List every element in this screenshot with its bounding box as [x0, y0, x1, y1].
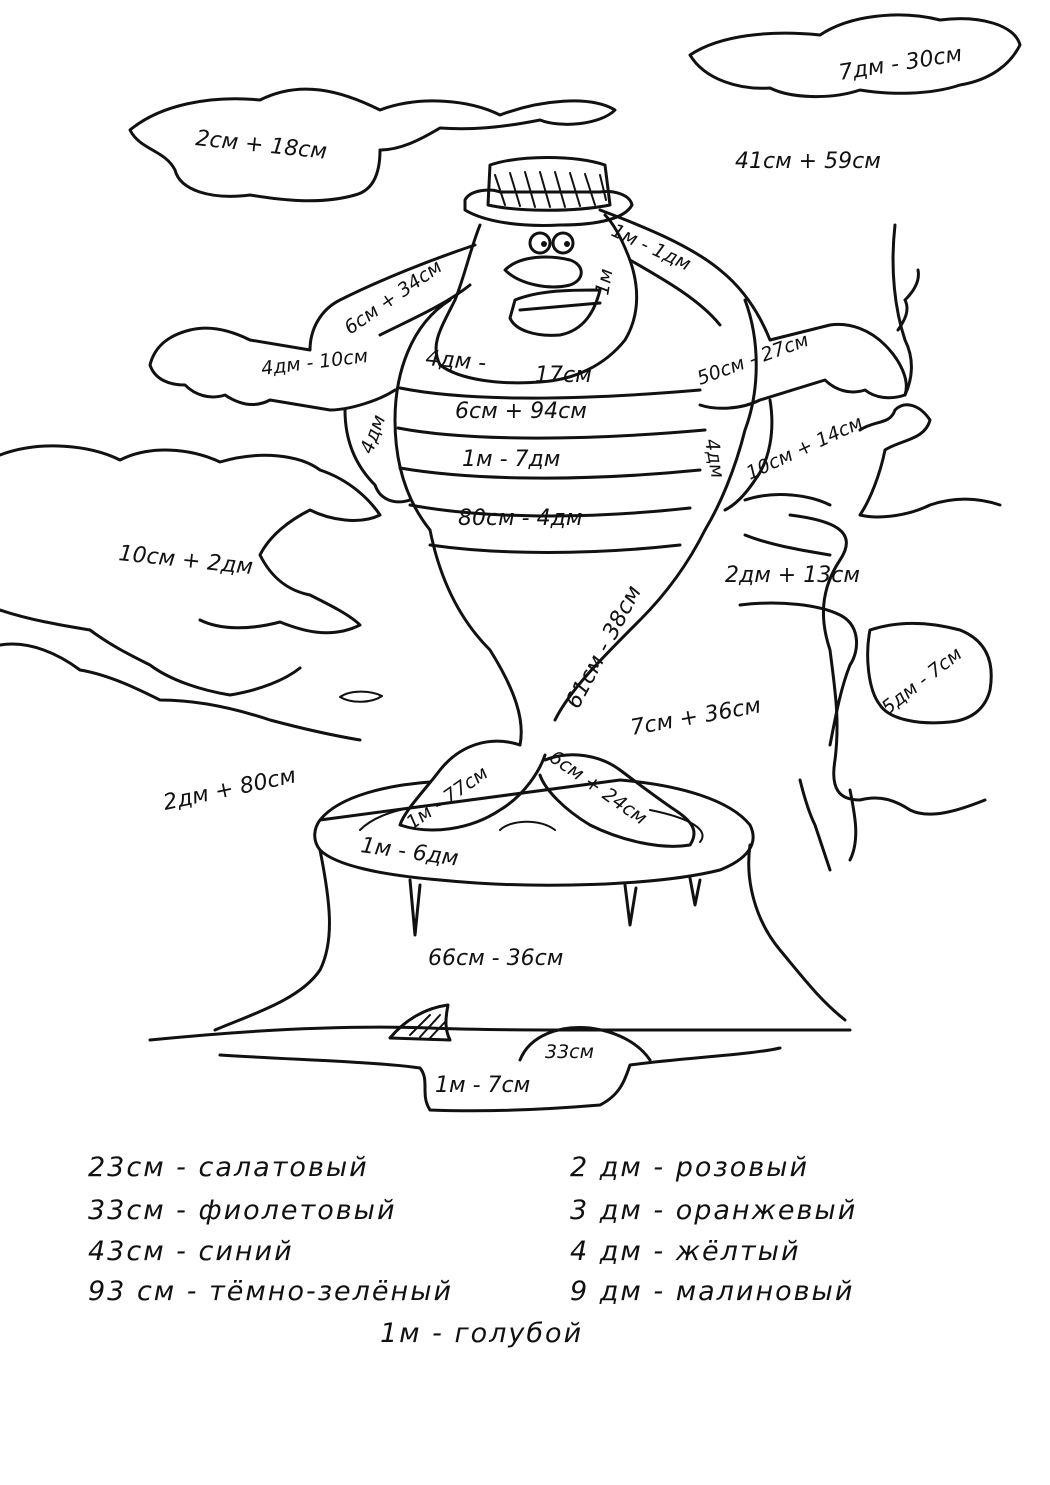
key-color: розовый	[675, 1152, 810, 1183]
left-foot	[398, 739, 547, 832]
expr-left-forearm: 4дм - 10см	[260, 345, 369, 380]
expr-stripe-2: 1м - 7дм	[462, 447, 560, 472]
expr-cloud-top-right: 7дм - 30см	[837, 42, 964, 86]
key-value: 43см -	[88, 1236, 188, 1267]
key-row-right: 3 дм - оранжевый	[570, 1195, 857, 1226]
key-color: синий	[198, 1236, 294, 1267]
key-color: салатовый	[198, 1152, 369, 1183]
key-color: оранжевый	[675, 1195, 858, 1226]
expr-hat-right: 1м - 1дм	[608, 220, 694, 276]
key-value: 23см -	[88, 1152, 188, 1183]
cloud-top-left	[128, 87, 617, 203]
key-value: 4 дм -	[570, 1236, 666, 1267]
nose	[503, 255, 583, 289]
key-value: 33см -	[88, 1195, 188, 1226]
expr-stump-body: 66см - 36см	[428, 946, 563, 971]
expr-right-under-arm: 4дм	[700, 437, 729, 480]
right-under-arm	[723, 398, 774, 512]
key-row-right: 4 дм - жёлтый	[570, 1236, 801, 1267]
key-value: 9 дм -	[570, 1276, 666, 1307]
expr-branch-right: 5дм - 7см	[878, 643, 967, 719]
key-row-right: 9 дм - малиновый	[570, 1276, 854, 1307]
expr-stripe-3: 80см - 4дм	[458, 506, 582, 531]
key-color: жёлтый	[675, 1236, 801, 1267]
shark-fin	[388, 1003, 452, 1042]
belly-stripe-2	[398, 466, 702, 518]
key-row-left: 43см - синий	[88, 1236, 294, 1267]
expr-stump-top: 1м - 6дм	[359, 833, 460, 871]
stump-ring	[359, 804, 704, 843]
left-under-arm	[343, 408, 412, 504]
key-value: 1м -	[380, 1318, 444, 1349]
bush-left	[0, 444, 382, 697]
key-row-bottom: 1м - голубой	[380, 1318, 583, 1349]
branch-right-box	[866, 621, 993, 725]
key-value: 3 дм -	[570, 1195, 666, 1226]
bush-left-lower	[0, 642, 362, 742]
expr-cloud-top-left: 2см + 18см	[194, 126, 328, 165]
left-pupil	[541, 241, 547, 247]
belly-stripe-3	[428, 543, 682, 554]
hat-hatching	[494, 171, 607, 208]
expr-left-under-arm: 4дм	[356, 412, 390, 457]
expr-left-upper-arm: 6см + 34см	[340, 256, 446, 339]
right-pupil	[564, 241, 570, 247]
grass-mound	[518, 1025, 652, 1062]
expr-grass-mound: 33см	[545, 1041, 594, 1063]
key-row-left: 23см - салатовый	[88, 1152, 369, 1183]
stump-body	[213, 843, 847, 1032]
key-row-right: 2 дм - розовый	[570, 1152, 809, 1183]
expr-tail: 61см - 38см	[561, 582, 647, 713]
right-eye	[551, 231, 575, 255]
expr-left-bush: 10см + 2дм	[117, 541, 254, 580]
key-color: голубой	[454, 1318, 584, 1349]
shark-fin-hatch	[409, 1014, 446, 1039]
mouth	[508, 288, 602, 337]
key-row-left: 33см - фиолетовый	[88, 1195, 397, 1226]
expr-belly-top-2: 17см	[535, 363, 592, 388]
stump-top	[313, 778, 755, 887]
belly-stripe-1	[396, 386, 707, 440]
expr-tail-right: 7см + 36см	[629, 693, 763, 741]
key-color: тёмно-зелёный	[209, 1276, 454, 1307]
expr-ground-left: 2дм + 80см	[161, 763, 298, 816]
expr-mouth: 1м	[591, 267, 617, 297]
expr-belly-top: 4дм -	[424, 346, 487, 376]
expr-sky-right: 41см + 59см	[735, 149, 881, 174]
key-row-left: 93 см - тёмно-зелёный	[88, 1276, 453, 1307]
bush-right-outline	[738, 493, 859, 747]
key-color: малиновый	[675, 1276, 855, 1307]
expr-right-under-arm-2: 10см + 14см	[743, 411, 866, 484]
hat	[463, 156, 634, 227]
expr-right-forearm: 50см - 27см	[694, 329, 811, 390]
twig-right	[891, 223, 920, 397]
key-value: 93 см -	[88, 1276, 199, 1307]
ground-line	[148, 1025, 852, 1042]
key-value: 2 дм -	[570, 1152, 666, 1183]
expr-ground-bottom: 1м - 7см	[435, 1073, 530, 1098]
right-arm	[598, 208, 908, 410]
genie-body	[393, 298, 758, 747]
tree-trunk-right	[788, 513, 987, 872]
expr-stripe-1: 6см + 94см	[455, 399, 587, 424]
expr-right-tree: 2дм + 13см	[725, 563, 860, 588]
right-foot	[538, 753, 696, 848]
tree-branch-right	[858, 403, 1002, 519]
pebble	[339, 690, 383, 703]
left-arm	[148, 243, 477, 412]
stump-drips	[408, 876, 702, 937]
key-color: фиолетовый	[198, 1195, 397, 1226]
ground-ribbon	[218, 1046, 782, 1113]
left-eye	[528, 231, 552, 255]
cloud-top-right	[688, 13, 1022, 98]
